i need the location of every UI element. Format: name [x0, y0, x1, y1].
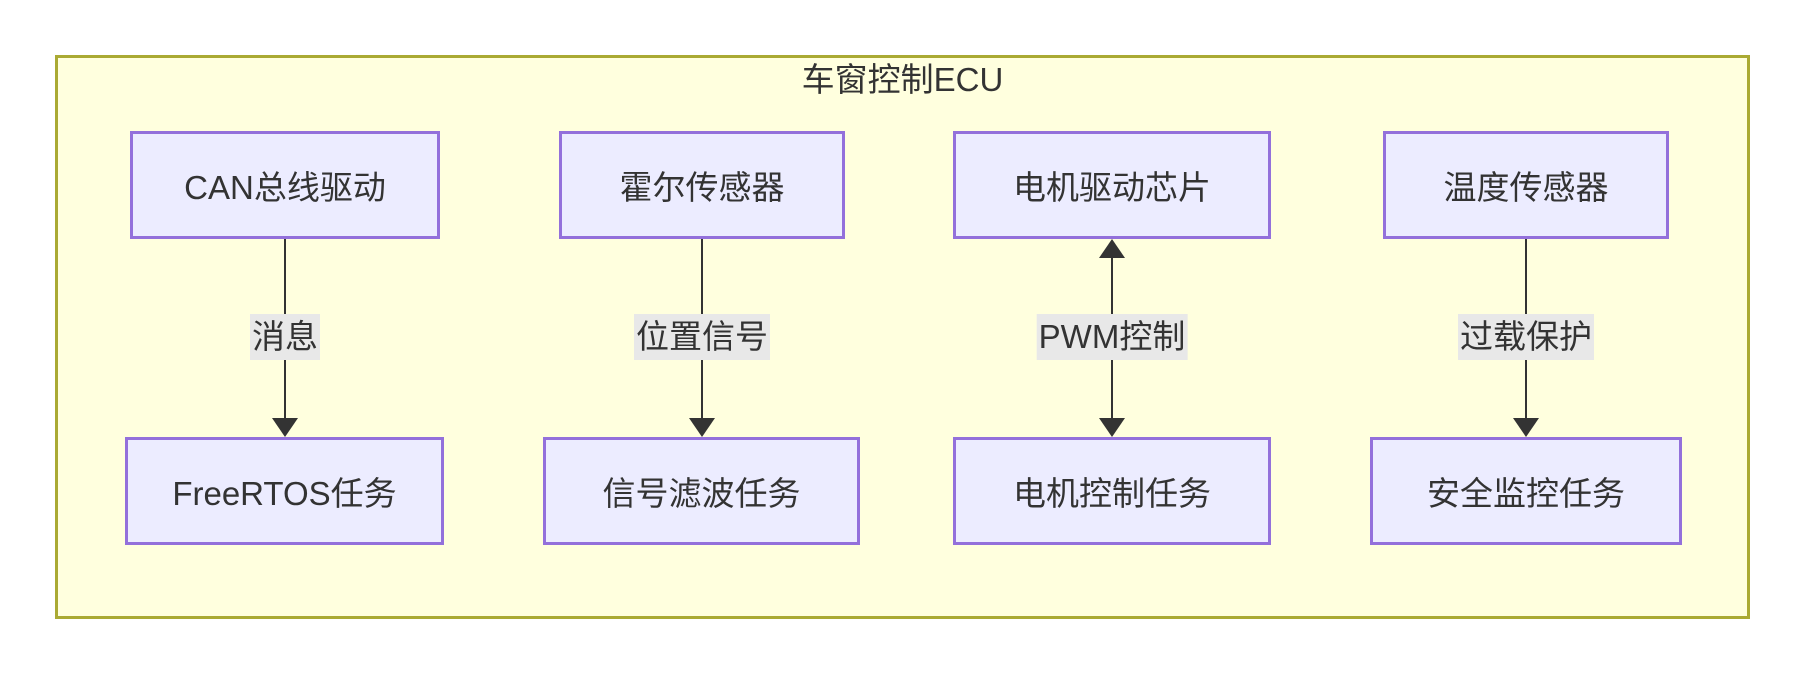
arrowhead-down-icon — [1513, 418, 1539, 437]
node-label: CAN总线驱动 — [184, 169, 386, 206]
edge-label-overload-protection: 过载保护 — [1458, 314, 1594, 360]
node-label: 霍尔传感器 — [619, 169, 785, 206]
arrowhead-down-icon — [272, 418, 298, 437]
node-safety-monitor-task: 安全监控任务 — [1370, 437, 1682, 545]
node-temperature-sensor: 温度传感器 — [1383, 131, 1669, 239]
node-label: 信号滤波任务 — [602, 475, 801, 512]
node-hall-sensor: 霍尔传感器 — [559, 131, 845, 239]
node-label: 安全监控任务 — [1427, 475, 1625, 512]
node-label: 电机驱动芯片 — [1013, 169, 1211, 206]
arrowhead-down-icon — [1099, 418, 1125, 437]
node-motor-driver-chip: 电机驱动芯片 — [953, 131, 1271, 239]
arrowhead-down-icon — [689, 418, 715, 437]
node-label: FreeRTOS任务 — [172, 475, 397, 512]
arrowhead-up-icon — [1099, 239, 1125, 258]
node-freertos-task: FreeRTOS任务 — [125, 437, 444, 545]
edge-label-message: 消息 — [250, 314, 320, 360]
node-label: 电机控制任务 — [1013, 475, 1211, 512]
edge-label-position-signal: 位置信号 — [634, 314, 770, 360]
edge-label-pwm-control: PWM控制 — [1036, 314, 1188, 360]
node-label: 温度传感器 — [1443, 169, 1609, 206]
node-signal-filter-task: 信号滤波任务 — [543, 437, 860, 545]
subgraph-title: 车窗控制ECU — [801, 61, 1004, 98]
node-can-bus-driver: CAN总线驱动 — [130, 131, 440, 239]
node-motor-control-task: 电机控制任务 — [953, 437, 1271, 545]
